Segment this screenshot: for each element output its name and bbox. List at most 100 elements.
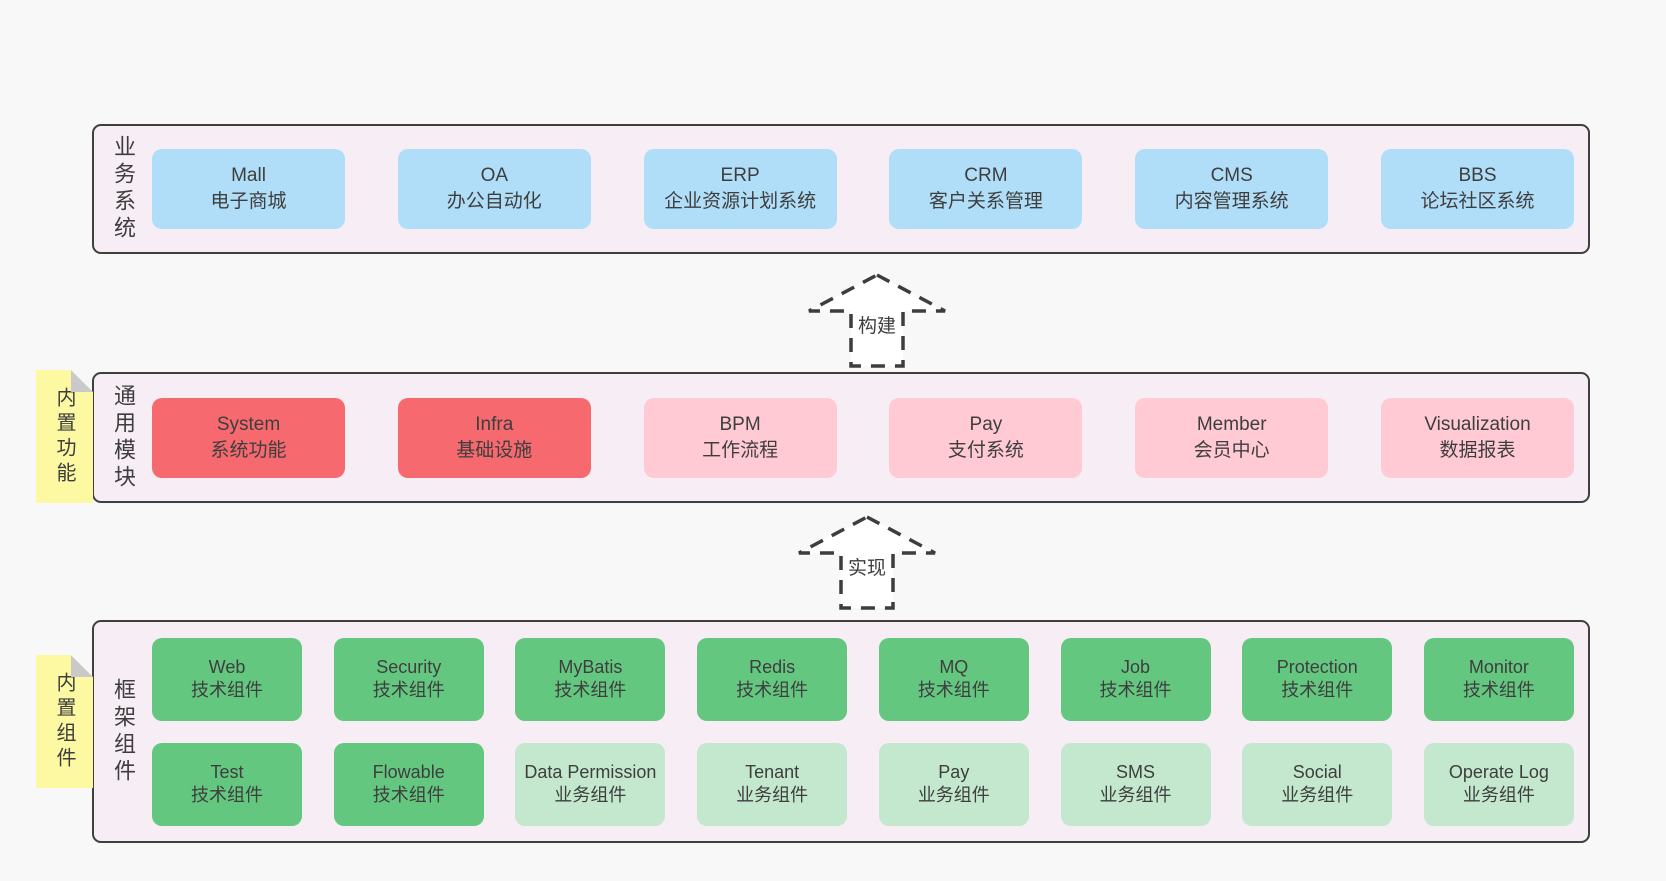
box-subtitle: 企业资源计划系统 — [664, 191, 817, 212]
box-subtitle: 论坛社区系统 — [1420, 191, 1535, 212]
box-title: Protection — [1276, 656, 1358, 677]
box-subtitle: 数据报表 — [1439, 439, 1516, 461]
band-label-text: 通用模块 — [111, 383, 136, 492]
box-subtitle: 业务组件 — [1462, 785, 1535, 805]
box-subtitle: 技术组件 — [554, 680, 627, 700]
box-title: MQ — [939, 656, 969, 677]
box-subtitle: 工作流程 — [702, 439, 779, 461]
box-title: Test — [210, 761, 244, 782]
band-label-text: 框架组件 — [111, 677, 136, 786]
box-title: Security — [376, 656, 442, 677]
box-bbs: BBS 论坛社区系统 — [1380, 149, 1574, 229]
box-member: Member 会员中心 — [1135, 397, 1329, 478]
box-subtitle: 业务组件 — [554, 785, 627, 805]
box-title: Infra — [475, 413, 514, 435]
box-subtitle: 技术组件 — [372, 680, 445, 700]
note-text: 内置功能 — [53, 386, 75, 487]
box-subtitle: 会员中心 — [1193, 439, 1270, 461]
box-title: Social — [1292, 761, 1342, 782]
box-social: Social 业务组件 — [1242, 742, 1393, 826]
box-title: Flowable — [372, 761, 445, 782]
box-title: Visualization — [1424, 413, 1531, 435]
box-job: Job 技术组件 — [1060, 637, 1211, 721]
box-pay: Pay 支付系统 — [889, 397, 1083, 478]
box-mq: MQ 技术组件 — [878, 637, 1029, 721]
box-subtitle: 业务组件 — [917, 785, 990, 805]
box-title: ERP — [720, 165, 760, 187]
box-title: Job — [1121, 656, 1151, 677]
note-built-in-features: 内置功能 — [36, 370, 93, 503]
box-title: Data Permission — [524, 761, 657, 782]
box-subtitle: 技术组件 — [372, 785, 445, 805]
box-title: MyBatis — [558, 656, 623, 677]
box-infra: Infra 基础设施 — [397, 397, 591, 478]
box-subtitle: 支付系统 — [947, 439, 1024, 461]
box-redis: Redis 技术组件 — [697, 637, 848, 721]
box-title: Pay — [938, 761, 970, 782]
box-subtitle: 客户关系管理 — [928, 191, 1043, 212]
band-framework-components-label: 框架组件 — [94, 622, 152, 841]
implement-arrow-icon — [798, 515, 936, 610]
band-business-systems-label: 业务系统 — [94, 126, 152, 252]
box-crm: CRM 客户关系管理 — [889, 149, 1083, 229]
framework-components-row-2: Test 技术组件 Flowable 技术组件 Data Permission 业务组件 T… — [152, 742, 1574, 826]
box-title: Redis — [749, 656, 796, 677]
box-subtitle: 技术组件 — [736, 680, 809, 700]
box-data-permission: Data Permission 业务组件 — [515, 742, 666, 826]
box-sms: SMS 业务组件 — [1060, 742, 1211, 826]
box-title: Web — [208, 656, 246, 677]
box-title: Pay — [969, 413, 1003, 435]
band-label-text: 业务系统 — [111, 135, 136, 243]
box-flowable: Flowable 技术组件 — [333, 742, 484, 826]
box-erp: ERP 企业资源计划系统 — [643, 149, 837, 229]
box-test: Test 技术组件 — [152, 742, 302, 826]
box-title: Monitor — [1468, 656, 1529, 677]
box-subtitle: 业务组件 — [1099, 785, 1172, 805]
box-protection: Protection 技术组件 — [1242, 637, 1393, 721]
box-subtitle: 技术组件 — [191, 680, 263, 700]
box-title: SMS — [1116, 761, 1156, 782]
box-subtitle: 技术组件 — [917, 680, 990, 700]
box-security: Security 技术组件 — [333, 637, 484, 721]
box-title: Member — [1196, 413, 1267, 435]
box-subtitle: 办公自动化 — [446, 191, 542, 212]
note-text: 内置组件 — [53, 671, 75, 772]
box-title: Tenant — [745, 761, 800, 782]
box-system: System 系统功能 — [152, 397, 345, 478]
box-subtitle: 业务组件 — [1281, 785, 1354, 805]
box-title: BPM — [719, 413, 761, 435]
box-pay: Pay 业务组件 — [878, 742, 1029, 826]
box-title: CRM — [964, 165, 1008, 187]
box-monitor: Monitor 技术组件 — [1423, 637, 1574, 721]
band-common-modules: 通用模块 System 系统功能 Infra 基础设施 BPM 工作流程 Pay 支付系统 Me… — [92, 372, 1590, 503]
note-built-in-components: 内置组件 — [36, 655, 93, 788]
box-subtitle: 技术组件 — [1099, 680, 1172, 700]
box-subtitle: 技术组件 — [1462, 680, 1535, 700]
box-subtitle: 技术组件 — [1281, 680, 1354, 700]
box-bpm: BPM 工作流程 — [643, 397, 837, 478]
box-operate-log: Operate Log 业务组件 — [1423, 742, 1574, 826]
build-arrow-label: 构建 — [857, 316, 896, 337]
box-subtitle: 电子商城 — [210, 191, 287, 212]
box-subtitle: 系统功能 — [210, 439, 287, 461]
box-mybatis: MyBatis 技术组件 — [515, 637, 666, 721]
box-subtitle: 基础设施 — [456, 439, 533, 461]
box-subtitle: 技术组件 — [191, 785, 263, 805]
box-title: CMS — [1210, 165, 1253, 187]
common-modules-boxes: System 系统功能 Infra 基础设施 BPM 工作流程 Pay 支付系统 Member 会… — [152, 374, 1588, 501]
box-title: Operate Log — [1448, 761, 1549, 782]
box-title: System — [216, 413, 281, 435]
box-web: Web 技术组件 — [152, 637, 302, 721]
implement-arrow-label: 实现 — [847, 558, 886, 579]
box-title: OA — [480, 165, 509, 187]
box-title: BBS — [1458, 165, 1497, 187]
